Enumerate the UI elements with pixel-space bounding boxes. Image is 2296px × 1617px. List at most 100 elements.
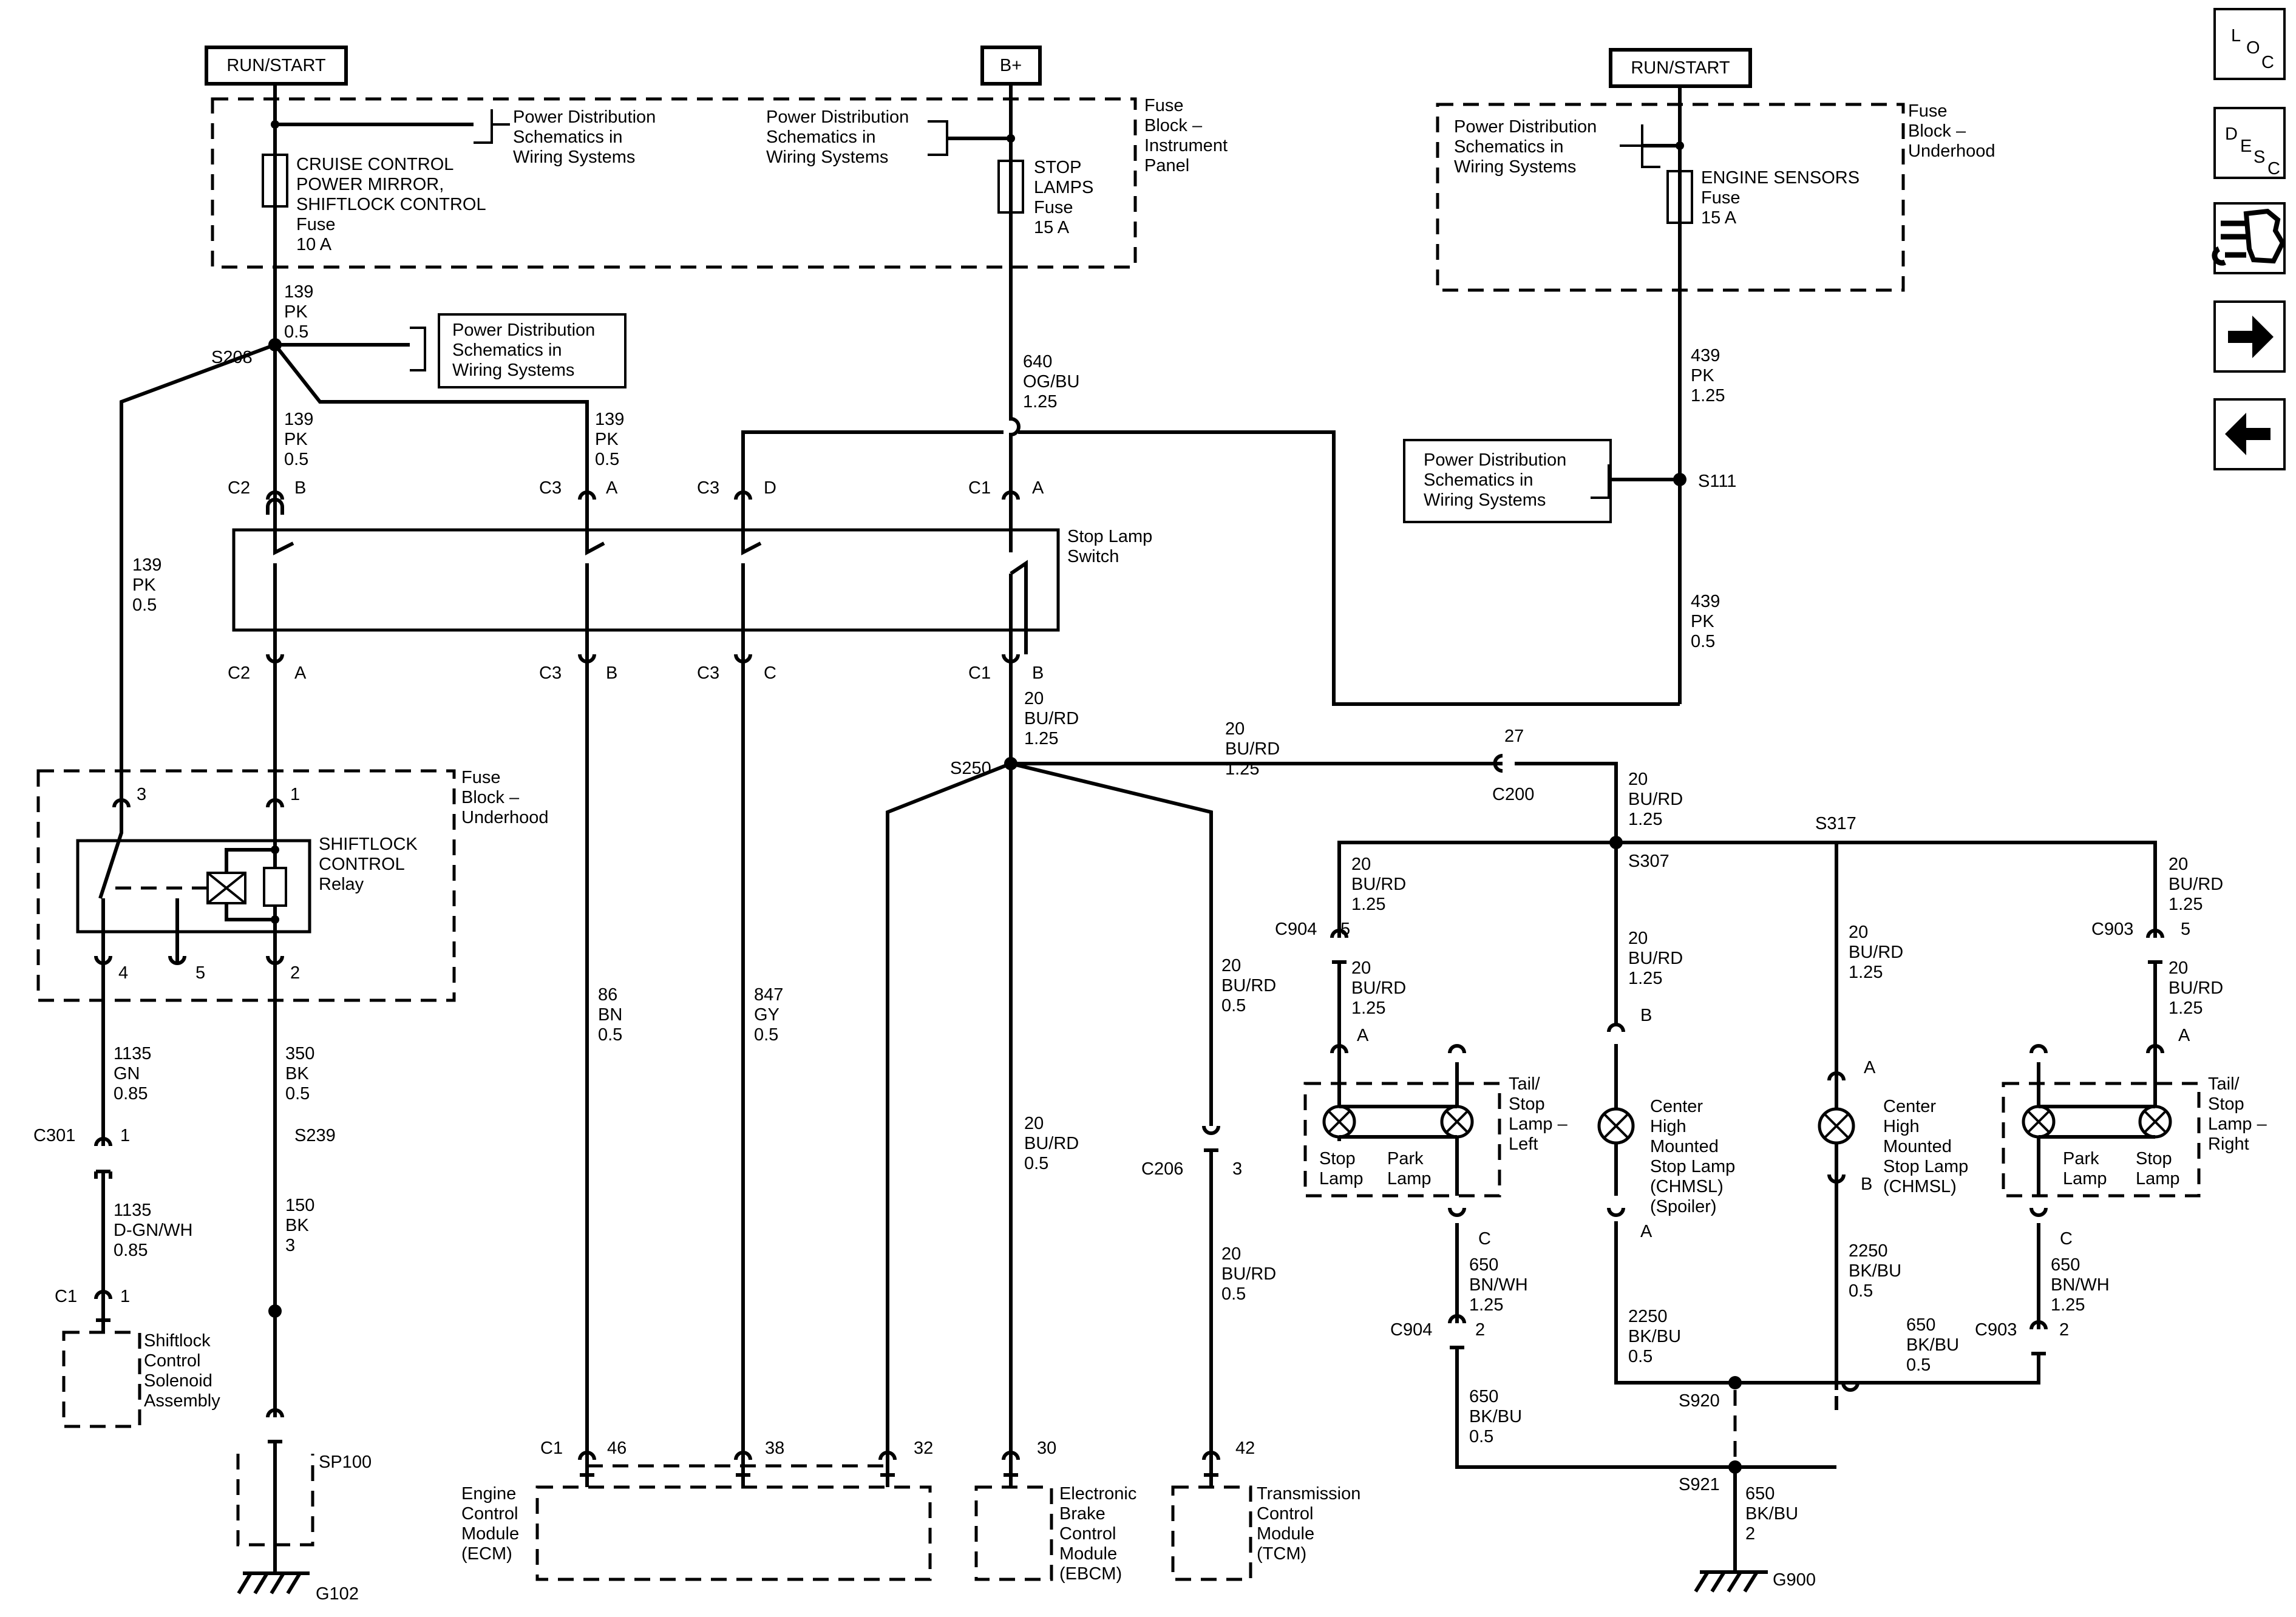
label-connectors-c2-b-1: B <box>294 478 306 498</box>
label-wires-w2250-left: 0.5 <box>1628 1347 1652 1366</box>
label-connectors-tcm-42: 42 <box>1235 1439 1255 1458</box>
label-wires-w20-left-top: 20 <box>1351 855 1371 874</box>
label-wires-w350: BK <box>285 1064 309 1083</box>
label-pds-ref: Schematics in <box>1424 470 1533 490</box>
label-wires-w2250-right: BK/BU <box>1849 1261 1901 1281</box>
label-components-ecm: Control <box>461 1504 518 1524</box>
label-components-tail-right: Tail/ <box>2208 1074 2240 1094</box>
label-wires-w650-bkbu-left: 650 <box>1469 1387 1498 1406</box>
label-wires-w20-left-top: BU/RD <box>1351 875 1406 894</box>
label-wires-w650-g900: 650 <box>1745 1484 1775 1503</box>
label-wires-w650-bkbu-right: BK/BU <box>1906 1335 1959 1355</box>
splice-s307-icon <box>1609 836 1623 849</box>
label-connectors-c903-bot-1: 2 <box>2059 1320 2069 1340</box>
label-nav-desc-2: S <box>2254 147 2265 167</box>
label-nav-loc-0: L <box>2231 26 2241 46</box>
wires <box>101 66 2157 1572</box>
label-components-ebcm: (EBCM) <box>1059 1564 1122 1584</box>
arrow-right-icon <box>2228 316 2274 358</box>
label-fuses-cruise: SHIFTLOCK CONTROL <box>296 195 486 214</box>
label-connectors-tail-left-a: A <box>1357 1026 1369 1045</box>
label-wires-w20-s307: BU/RD <box>1628 790 1683 809</box>
label-wires-w150: 3 <box>285 1236 295 1255</box>
label-connectors-c3-c-0: C3 <box>697 663 719 683</box>
label-wires-w20-tcm-top: 20 <box>1221 956 1241 975</box>
label-pds-ref: Schematics in <box>452 341 562 360</box>
label-connectors-ecm-c1: C1 <box>540 1439 563 1458</box>
label-components-tail-right: Lamp – <box>2208 1114 2267 1134</box>
label-wires-w20-c200: BU/RD <box>1225 739 1280 759</box>
label-components-tail-right-stop: Stop <box>2136 1149 2172 1168</box>
chmsl-spoiler-lamp-icon <box>1597 1107 1635 1145</box>
label-wires-w439-bot: 439 <box>1691 592 1720 611</box>
label-connectors-chmsl-spoiler-a: A <box>1640 1222 1652 1241</box>
label-wires-w650-bnwh-right: 650 <box>2051 1255 2080 1275</box>
label-components-ecm: (ECM) <box>461 1544 512 1564</box>
loc-button[interactable] <box>2213 8 2286 80</box>
label-components-chmsl-right: Mounted <box>1883 1137 1952 1156</box>
label-wires-w2250-right: 0.5 <box>1849 1281 1873 1301</box>
label-connectors-relay-3: 3 <box>137 785 146 804</box>
label-nav-desc-0: D <box>2225 124 2238 144</box>
label-wires-w1135-bot: 1135 <box>114 1201 151 1220</box>
desc-button[interactable] <box>2213 107 2286 179</box>
label-fuse-blocks-ip-title: Panel <box>1144 156 1189 175</box>
label-fuse-blocks-uh-left-title: Fuse <box>461 768 500 787</box>
label-wires-w1135-top: 1135 <box>114 1044 151 1063</box>
label-fuses-engine-sensors: 15 A <box>1701 208 1737 228</box>
label-components-ebcm: Electronic <box>1059 1484 1136 1503</box>
label-connectors-c3-a-1: A <box>606 478 618 498</box>
label-splices-s208: S208 <box>211 348 253 367</box>
label-components-solenoid: Shiftlock <box>144 1331 211 1351</box>
label-fuses-stop-lamps: 15 A <box>1034 218 1070 237</box>
label-components-ebcm: Module <box>1059 1544 1117 1564</box>
label-connectors-c301-1: 1 <box>120 1126 130 1145</box>
source-run-start-right-label: RUN/START <box>1631 58 1730 78</box>
label-wires-w139-b: 0.5 <box>284 450 308 469</box>
label-splices-s921: S921 <box>1679 1475 1720 1494</box>
label-connectors-c1-b-0: C1 <box>968 663 991 683</box>
connector-tool-icon[interactable] <box>2212 202 2286 274</box>
label-connectors-c200-0: 27 <box>1504 727 1524 746</box>
label-components-ecm: Module <box>461 1524 519 1544</box>
label-connectors-tail-left-c: C <box>1478 1229 1491 1249</box>
label-splices-sp100: SP100 <box>319 1453 372 1472</box>
label-wires-w1135-top: 0.85 <box>114 1084 148 1103</box>
label-pds-ref: Power Distribution <box>766 107 909 127</box>
label-wires-w139-a: 0.5 <box>595 450 619 469</box>
label-components-tail-left: Tail/ <box>1509 1074 1541 1094</box>
label-wires-w20-right-top: BU/RD <box>2169 875 2223 894</box>
label-components-ebcm: Control <box>1059 1524 1116 1544</box>
label-wires-w1135-bot: 0.85 <box>114 1241 148 1260</box>
label-wires-w650-bnwh-left: BN/WH <box>1469 1275 1528 1295</box>
lamp-left-stop-icon <box>1322 1105 1356 1139</box>
label-wires-w20-right-bot: BU/RD <box>2169 978 2223 998</box>
label-components-tail-left-park: Lamp <box>1387 1169 1432 1188</box>
label-components-tcm: Control <box>1257 1504 1314 1524</box>
label-wires-w20-s307: 20 <box>1628 770 1648 789</box>
label-wires-w20-tcm-top: 0.5 <box>1221 996 1246 1015</box>
label-fuse-blocks-ip-title: Fuse <box>1144 96 1183 115</box>
label-connectors-ecm-32: 32 <box>914 1439 933 1458</box>
label-connectors-ecm-38: 38 <box>765 1439 784 1458</box>
label-pds-ref: Wiring Systems <box>1454 157 1576 177</box>
label-connectors-tail-right-c: C <box>2060 1229 2073 1249</box>
label-wires-w350: 350 <box>285 1044 314 1063</box>
label-components-solenoid: Control <box>144 1351 201 1371</box>
lamp-right-park-icon <box>2022 1105 2056 1139</box>
label-connectors-relay-2: 2 <box>290 963 300 983</box>
label-components-stop-lamp-switch: Switch <box>1067 547 1119 566</box>
connector-arc-c2b <box>266 490 284 500</box>
label-wires-w20-ebcm: 20 <box>1024 1114 1044 1133</box>
label-wires-w20-left-bot: 20 <box>1351 958 1371 978</box>
label-fuses-cruise: CRUISE CONTROL <box>296 155 453 174</box>
label-wires-w20-chmsl-right: BU/RD <box>1849 943 1903 962</box>
label-wires-w439-top: 1.25 <box>1691 386 1725 405</box>
label-wires-w2250-left: BK/BU <box>1628 1327 1681 1346</box>
label-pds-ref: Schematics in <box>513 127 623 147</box>
label-wires-w139-left: PK <box>132 575 156 595</box>
label-pds-ref: Wiring Systems <box>513 147 635 167</box>
label-wires-w139-left: 0.5 <box>132 595 157 615</box>
label-fuse-blocks-uh-left-title: Underhood <box>461 808 549 827</box>
label-wires-w20-ebcm: BU/RD <box>1024 1134 1079 1153</box>
